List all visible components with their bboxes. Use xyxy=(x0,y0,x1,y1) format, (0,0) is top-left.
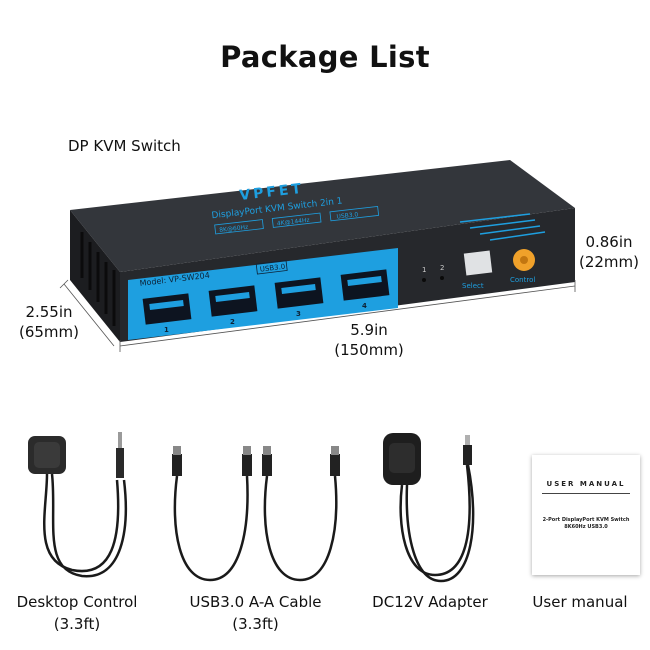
item-name: DC12V Adapter xyxy=(372,593,488,611)
user-manual-image: USER MANUAL 2-Port DisplayPort KVM Switc… xyxy=(532,455,640,575)
indicator-led-1 xyxy=(422,278,426,282)
item-name: USB3.0 A-A Cable xyxy=(189,593,322,611)
usb-port-1 xyxy=(142,293,192,325)
depth-mm: (65mm) xyxy=(18,323,79,341)
device-top xyxy=(70,160,575,272)
item-desktop-control: Desktop Control (3.3ft) xyxy=(2,591,152,635)
item-detail: (3.3ft) xyxy=(232,615,279,633)
device-brand: VPFET xyxy=(239,181,305,204)
depth-in: 2.55in xyxy=(25,303,73,321)
width-mm: (150mm) xyxy=(334,341,404,359)
width-in: 5.9in xyxy=(350,321,388,339)
device-usb-badge: USB3.0 xyxy=(259,263,285,274)
desktop-control-image xyxy=(28,432,127,578)
item-user-manual: User manual xyxy=(515,591,645,613)
item-adapter: DC12V Adapter xyxy=(355,591,505,613)
select-label: Select xyxy=(462,282,484,290)
control-label: Control xyxy=(510,276,535,284)
item-detail: (3.3ft) xyxy=(53,615,101,633)
usb-port-panel xyxy=(128,248,398,340)
item-usb-cable: USB3.0 A-A Cable (3.3ft) xyxy=(168,591,343,635)
usb-port-2 xyxy=(208,285,258,317)
height-mm: (22mm) xyxy=(578,253,639,271)
port-number-4: 4 xyxy=(362,302,367,310)
height-in: 0.86in xyxy=(585,233,633,251)
manual-divider xyxy=(542,493,630,494)
manual-heading: USER MANUAL xyxy=(546,480,626,488)
manual-body: 2-Port DisplayPort KVM Switch 8K60Hz USB… xyxy=(536,517,636,531)
port-number-3: 3 xyxy=(296,310,301,318)
usb-port-3 xyxy=(274,277,324,309)
select-button xyxy=(463,250,493,276)
device-badge-1: 8K@60Hz xyxy=(219,224,249,234)
depth-dimension: 2.55in (65mm) xyxy=(14,302,84,342)
item-name: User manual xyxy=(532,593,628,611)
width-dimension: 5.9in (150mm) xyxy=(325,320,413,360)
device-subtitle: DP KVM Switch xyxy=(68,137,181,155)
usb-cable-image xyxy=(172,446,340,582)
device-badge-2: 4K@144Hz xyxy=(277,217,310,228)
indicator-label-1: 1 xyxy=(422,266,426,274)
port-number-1: 1 xyxy=(164,326,169,334)
indicator-led-2 xyxy=(440,276,444,280)
kvm-switch-image: VPFET DisplayPort KVM Switch 2in 1 8K@60… xyxy=(59,160,576,352)
device-badge-3: USB3.0 xyxy=(336,211,359,220)
adapter-image xyxy=(383,433,475,583)
height-dimension: 0.86in (22mm) xyxy=(574,232,644,272)
manual-line-2: 8K60Hz USB3.0 xyxy=(564,524,608,530)
item-name: Desktop Control xyxy=(16,593,138,611)
indicator-label-2: 2 xyxy=(440,264,444,272)
port-number-2: 2 xyxy=(230,318,235,326)
manual-line-1: 2-Port DisplayPort KVM Switch xyxy=(542,517,630,523)
page-title: Package List xyxy=(220,40,430,74)
usb-port-4 xyxy=(340,269,390,301)
